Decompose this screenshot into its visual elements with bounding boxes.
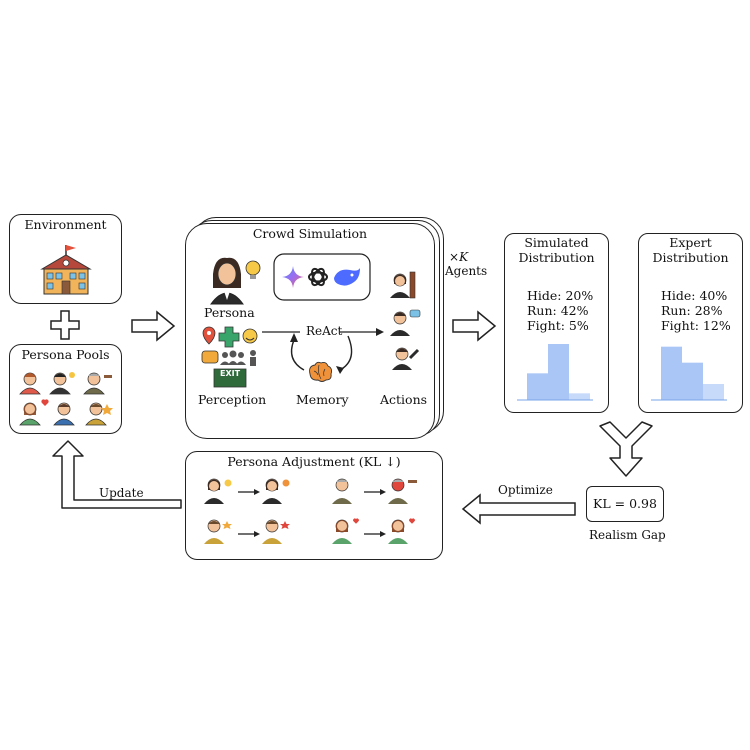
plus-icon xyxy=(50,310,80,340)
arrow-optimize xyxy=(461,493,576,525)
persona-woman-icon xyxy=(210,257,261,305)
simulated-hide-text: Hide: 20% xyxy=(527,288,594,303)
simulated-title-2: Distribution xyxy=(518,250,595,265)
realism-gap-label: Realism Gap xyxy=(589,528,666,542)
kl-box: KL = 0.98 xyxy=(586,486,664,522)
expert-bar-2 xyxy=(703,384,724,400)
crowd-simulation-title: Crowd Simulation xyxy=(252,226,368,241)
agents-multiplier: ×K xyxy=(449,250,468,264)
expert-bar-1 xyxy=(682,362,703,400)
expert-title-1: Expert xyxy=(669,235,712,250)
arrow-to-simulation xyxy=(131,310,176,342)
k-symbol: K xyxy=(459,250,469,264)
react-label: ReAct xyxy=(304,324,345,338)
arrow-update xyxy=(52,440,182,509)
persona-adjustment-title: Persona Adjustment (KL ↓) xyxy=(227,454,401,469)
persona-pools-title: Persona Pools xyxy=(21,347,110,362)
expert-title-2: Distribution xyxy=(652,250,729,265)
exit-sign-text: EXIT xyxy=(220,369,241,378)
persona-pools-box: Persona Pools xyxy=(9,344,122,434)
brain-icon xyxy=(309,361,333,382)
gemini-icon xyxy=(282,266,304,288)
expert-distribution-box: Expert Distribution Hide: 40% Run: 28% F… xyxy=(638,233,743,413)
arrow-to-distribution xyxy=(452,310,497,342)
agents-label: Agents xyxy=(445,264,488,278)
persona-pool-people-icons xyxy=(19,372,113,426)
school-icon xyxy=(40,245,92,295)
optimize-label: Optimize xyxy=(498,483,553,497)
simulated-fight-text: Fight: 5% xyxy=(527,318,589,333)
kl-value: KL = 0.98 xyxy=(593,496,657,511)
simulated-title-1: Simulated xyxy=(524,235,589,250)
simulated-histogram xyxy=(517,344,593,401)
simulated-bar-1 xyxy=(548,344,569,400)
action-icons xyxy=(390,271,421,370)
simulated-bar-0 xyxy=(527,373,548,400)
persona-label: Persona xyxy=(204,305,255,320)
simulated-bar-2 xyxy=(569,393,590,400)
react-cycle-arrows xyxy=(262,328,384,374)
expert-run-text: Run: 28% xyxy=(661,303,723,318)
expert-hide-text: Hide: 40% xyxy=(661,288,728,303)
persona-adjustment-icons xyxy=(204,478,417,544)
update-label: Update xyxy=(99,486,144,500)
environment-box: Environment xyxy=(9,214,122,304)
expert-fight-text: Fight: 12% xyxy=(661,318,731,333)
expert-bar-0 xyxy=(661,346,682,400)
environment-title: Environment xyxy=(24,217,107,232)
multiplier-symbol: × xyxy=(449,250,460,264)
merge-arrow xyxy=(599,421,653,477)
perception-label: Perception xyxy=(198,392,267,407)
persona-adjustment-box: Persona Adjustment (KL ↓) xyxy=(185,451,443,560)
simulated-run-text: Run: 42% xyxy=(527,303,589,318)
deepseek-icon xyxy=(334,268,360,286)
openai-icon xyxy=(308,267,328,287)
expert-histogram xyxy=(651,346,727,401)
memory-label: Memory xyxy=(296,392,349,407)
simulated-distribution-box: Simulated Distribution Hide: 20% Run: 42… xyxy=(504,233,609,413)
perception-icons xyxy=(201,326,258,388)
actions-label: Actions xyxy=(380,392,428,407)
